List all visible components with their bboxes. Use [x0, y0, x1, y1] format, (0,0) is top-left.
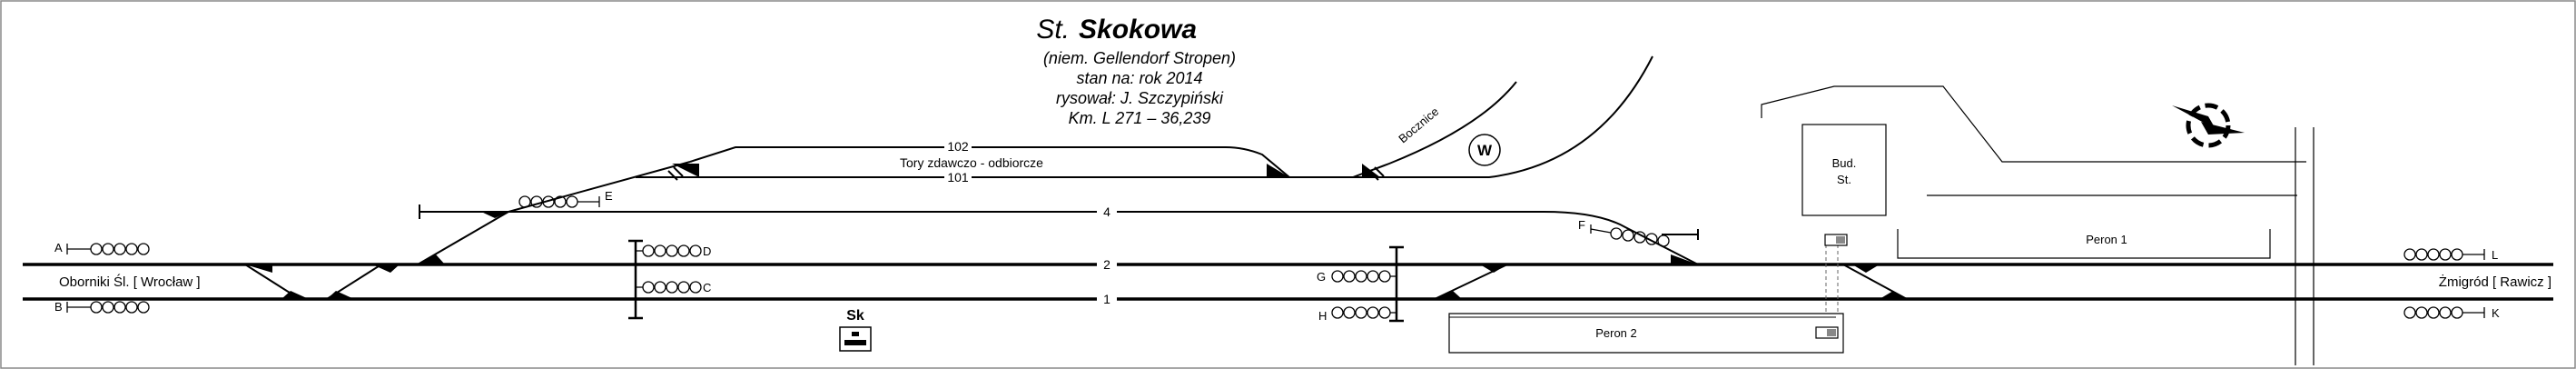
track-4-number: 4	[1103, 204, 1110, 219]
bocznice-label: Bocznice	[1396, 105, 1441, 145]
signal-k-label: K	[2492, 306, 2500, 320]
subtitle-line-3: rysował: J. Szczypiński	[1056, 89, 1224, 107]
signal-box-icon	[839, 326, 872, 352]
bocznice-siding-2	[1398, 55, 1653, 178]
water-tower-label: W	[1477, 142, 1493, 159]
switch-point	[1267, 164, 1289, 177]
subtitle-line-1: (niem. Gellendorf Stropen)	[1043, 49, 1236, 67]
switch-points	[245, 164, 1907, 299]
signal-h-label: H	[1318, 309, 1327, 323]
track-4-right-curve	[1543, 211, 1699, 265]
signal-l-label: L	[2492, 248, 2498, 262]
signal-post-cd: D C	[628, 239, 711, 320]
signal-e: E	[518, 189, 613, 208]
track-2-number: 2	[1103, 257, 1110, 272]
platform-1-outline	[1897, 229, 2271, 259]
compass-label: N	[2204, 121, 2216, 132]
underpass	[1825, 238, 1839, 314]
switch-point	[1671, 254, 1698, 264]
derailer-icon	[1368, 166, 1385, 181]
signal-box: Sk	[839, 308, 872, 352]
signal-f: F	[1578, 218, 1670, 247]
switch-point	[1852, 264, 1880, 273]
station-title: St. Skokowa	[1036, 15, 1197, 45]
connection-4-101	[508, 161, 691, 213]
track-101-number: 101	[947, 170, 969, 184]
track-1-number: 1	[1103, 292, 1110, 306]
main-tracks	[23, 55, 2553, 301]
platform-2-label: Peron 2	[1595, 326, 1637, 340]
compass-icon: N	[2172, 103, 2245, 148]
direction-left-label: Oborniki Śl. [ Wrocław ]	[59, 274, 201, 290]
switch-point	[1435, 291, 1462, 299]
switch-point	[418, 254, 445, 264]
direction-right-label: Żmigród [ Rawicz ]	[2439, 274, 2551, 290]
signal-box-label: Sk	[846, 308, 864, 324]
switch-point	[481, 212, 508, 218]
sidings-zone-label: Tory zdawczo - odbiorcze	[900, 155, 1043, 170]
station-prefix: St.	[1036, 15, 1070, 45]
road-outline	[1761, 85, 2306, 163]
switch-point	[245, 264, 272, 273]
switch-point	[281, 291, 309, 299]
subtitle-line-2: stan na: rok 2014	[1076, 69, 1202, 87]
derailers	[667, 166, 1385, 181]
track-number-labels: 102 101 4 2 1	[944, 139, 1117, 306]
switch-point	[672, 164, 699, 177]
station-name: Skokowa	[1079, 15, 1197, 45]
track-4-left-buffer	[419, 204, 425, 219]
signal-f-label: F	[1578, 218, 1585, 232]
signal-post-gh: G H	[1317, 245, 1404, 323]
building-label-line-1: Bud.	[1832, 156, 1857, 170]
bocznice-siding-1	[1352, 81, 1517, 178]
subtitle-line-4: Km. L 271 – 36,239	[1069, 109, 1211, 127]
signal-e-label: E	[605, 189, 613, 203]
platform-2-outline	[1448, 313, 1844, 354]
track-102-line	[689, 146, 1290, 178]
signal-b: B	[54, 300, 150, 314]
switch-point	[1362, 164, 1380, 177]
signal-g-label: G	[1317, 270, 1326, 284]
signal-d-label: D	[703, 244, 711, 258]
signal-a: A	[54, 241, 150, 255]
signal-b-label: B	[54, 300, 63, 314]
signal-c-label: C	[703, 281, 711, 294]
switch-point	[1480, 264, 1507, 273]
connection-2-4	[417, 211, 509, 265]
derailer-icon	[667, 166, 684, 181]
track-f-buffer	[1662, 229, 1699, 240]
signal-l: L	[2403, 248, 2498, 262]
building-label-line-2: St.	[1837, 173, 1851, 186]
water-tower-icon	[1468, 134, 1501, 166]
switch-point	[327, 291, 354, 299]
switch-point	[372, 264, 400, 273]
track-102-number: 102	[947, 139, 969, 154]
signal-a-label: A	[54, 241, 63, 254]
switch-point	[1880, 291, 1907, 299]
platform-1-label: Peron 1	[2086, 233, 2127, 246]
road-right	[2295, 127, 2314, 365]
signal-k: K	[2403, 306, 2500, 320]
station-building	[1801, 124, 1887, 216]
